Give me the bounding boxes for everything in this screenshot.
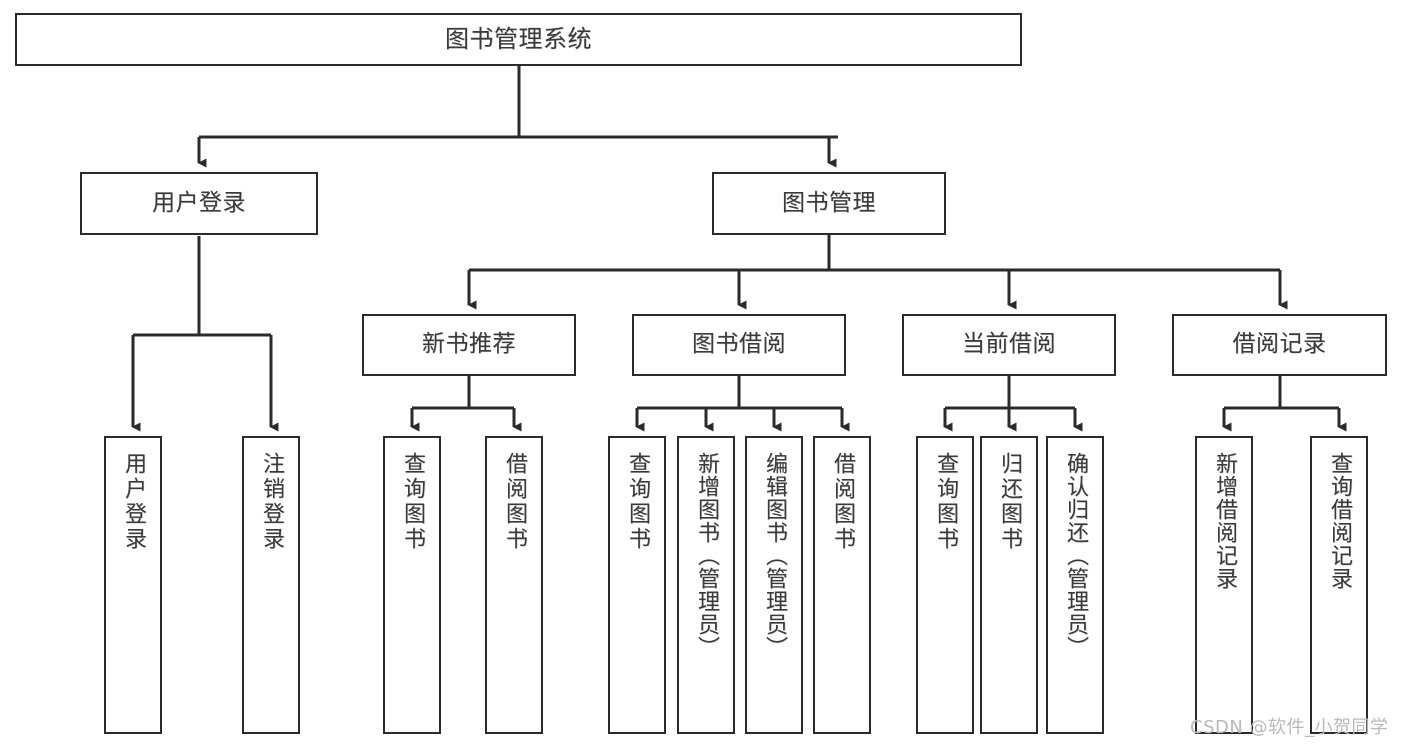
leaf-current-borrow-confirm[interactable]: 确认归还（管理员） bbox=[1046, 436, 1104, 734]
node-current-borrow[interactable]: 当前借阅 bbox=[902, 314, 1116, 376]
node-borrow-record[interactable]: 借阅记录 bbox=[1172, 314, 1387, 376]
csdn-watermark: CSDN @软件_小贺同学 bbox=[1190, 717, 1389, 738]
node-label: 查询图书 bbox=[933, 452, 958, 552]
leaf-current-borrow-query[interactable]: 查询图书 bbox=[916, 436, 974, 734]
node-label: 图书借阅 bbox=[692, 331, 786, 358]
leaf-current-borrow-return[interactable]: 归还图书 bbox=[980, 436, 1038, 734]
node-book-management[interactable]: 图书管理 bbox=[712, 172, 946, 235]
leaf-user-login-signout[interactable]: 注销登录 bbox=[242, 436, 300, 734]
node-label: 当前借阅 bbox=[962, 331, 1056, 358]
leaf-book-borrow-edit[interactable]: 编辑图书（管理员） bbox=[745, 436, 803, 734]
node-label: 查询图书 bbox=[625, 452, 650, 552]
node-label: 图书管理 bbox=[782, 189, 876, 216]
leaf-book-borrow-add[interactable]: 新增图书（管理员） bbox=[677, 436, 735, 734]
node-label: 新增借阅记录 bbox=[1212, 452, 1237, 590]
node-book-borrow[interactable]: 图书借阅 bbox=[632, 314, 846, 376]
node-label: 注销登录 bbox=[259, 452, 284, 552]
node-label: 查询图书 bbox=[400, 452, 425, 552]
node-label: 新增图书（管理员） bbox=[694, 452, 719, 659]
leaf-borrow-record-query[interactable]: 查询借阅记录 bbox=[1310, 436, 1368, 734]
leaf-new-book-query[interactable]: 查询图书 bbox=[383, 436, 441, 734]
leaf-borrow-record-add[interactable]: 新增借阅记录 bbox=[1195, 436, 1253, 734]
leaf-new-book-borrow[interactable]: 借阅图书 bbox=[485, 436, 543, 734]
leaf-book-borrow-lend[interactable]: 借阅图书 bbox=[813, 436, 871, 734]
node-label: 图书管理系统 bbox=[445, 25, 592, 54]
node-label: 归还图书 bbox=[997, 452, 1022, 552]
node-new-book-recommend[interactable]: 新书推荐 bbox=[362, 314, 576, 376]
node-label: 确认归还（管理员） bbox=[1063, 452, 1088, 659]
node-label: 借阅图书 bbox=[502, 452, 527, 552]
node-label: 新书推荐 bbox=[422, 331, 516, 358]
leaf-user-login-signin[interactable]: 用户登录 bbox=[104, 436, 162, 734]
node-label: 借阅图书 bbox=[830, 452, 855, 552]
node-user-login[interactable]: 用户登录 bbox=[80, 172, 318, 235]
node-label: 查询借阅记录 bbox=[1327, 452, 1352, 590]
node-label: 用户登录 bbox=[152, 189, 246, 216]
node-root-system[interactable]: 图书管理系统 bbox=[15, 13, 1022, 66]
node-label: 用户登录 bbox=[121, 452, 146, 552]
node-label: 借阅记录 bbox=[1232, 331, 1327, 358]
leaf-book-borrow-query[interactable]: 查询图书 bbox=[608, 436, 666, 734]
node-label: 编辑图书（管理员） bbox=[762, 452, 787, 659]
